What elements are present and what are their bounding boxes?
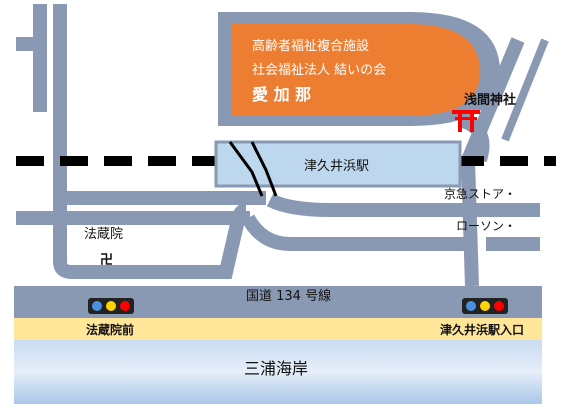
facility-line1: 高齢者福祉複合施設 [252,38,369,54]
traffic-light-icon [462,298,508,314]
facility-line3: 愛 加 那 [252,85,311,104]
store-label-1: 京急ストア・ [444,186,516,201]
sidewalk-strip [14,318,542,340]
level-crossing [228,141,278,197]
temple-label: 法蔵院 [84,227,123,242]
manji-icon: 卍 [100,253,113,268]
torii-icon [452,110,480,132]
road-diagonal [501,38,549,142]
road-network [16,4,540,287]
shrine-label: 浅間神社 [464,92,516,108]
store-label-2: ローソン・ [456,219,516,233]
traffic-light-icon [88,298,134,314]
facility-line2: 社会福祉法人 結いの会 [252,62,386,78]
coast-label: 三浦海岸 [244,359,308,378]
signal-label-left: 法蔵院前 [86,322,134,337]
facility-building [232,24,480,116]
station-label: 津久井浜駅 [304,159,369,174]
route-label: 国道 134 号線 [246,288,331,304]
signal-label-right: 津久井浜駅入口 [440,322,524,337]
coast-area [14,340,542,404]
